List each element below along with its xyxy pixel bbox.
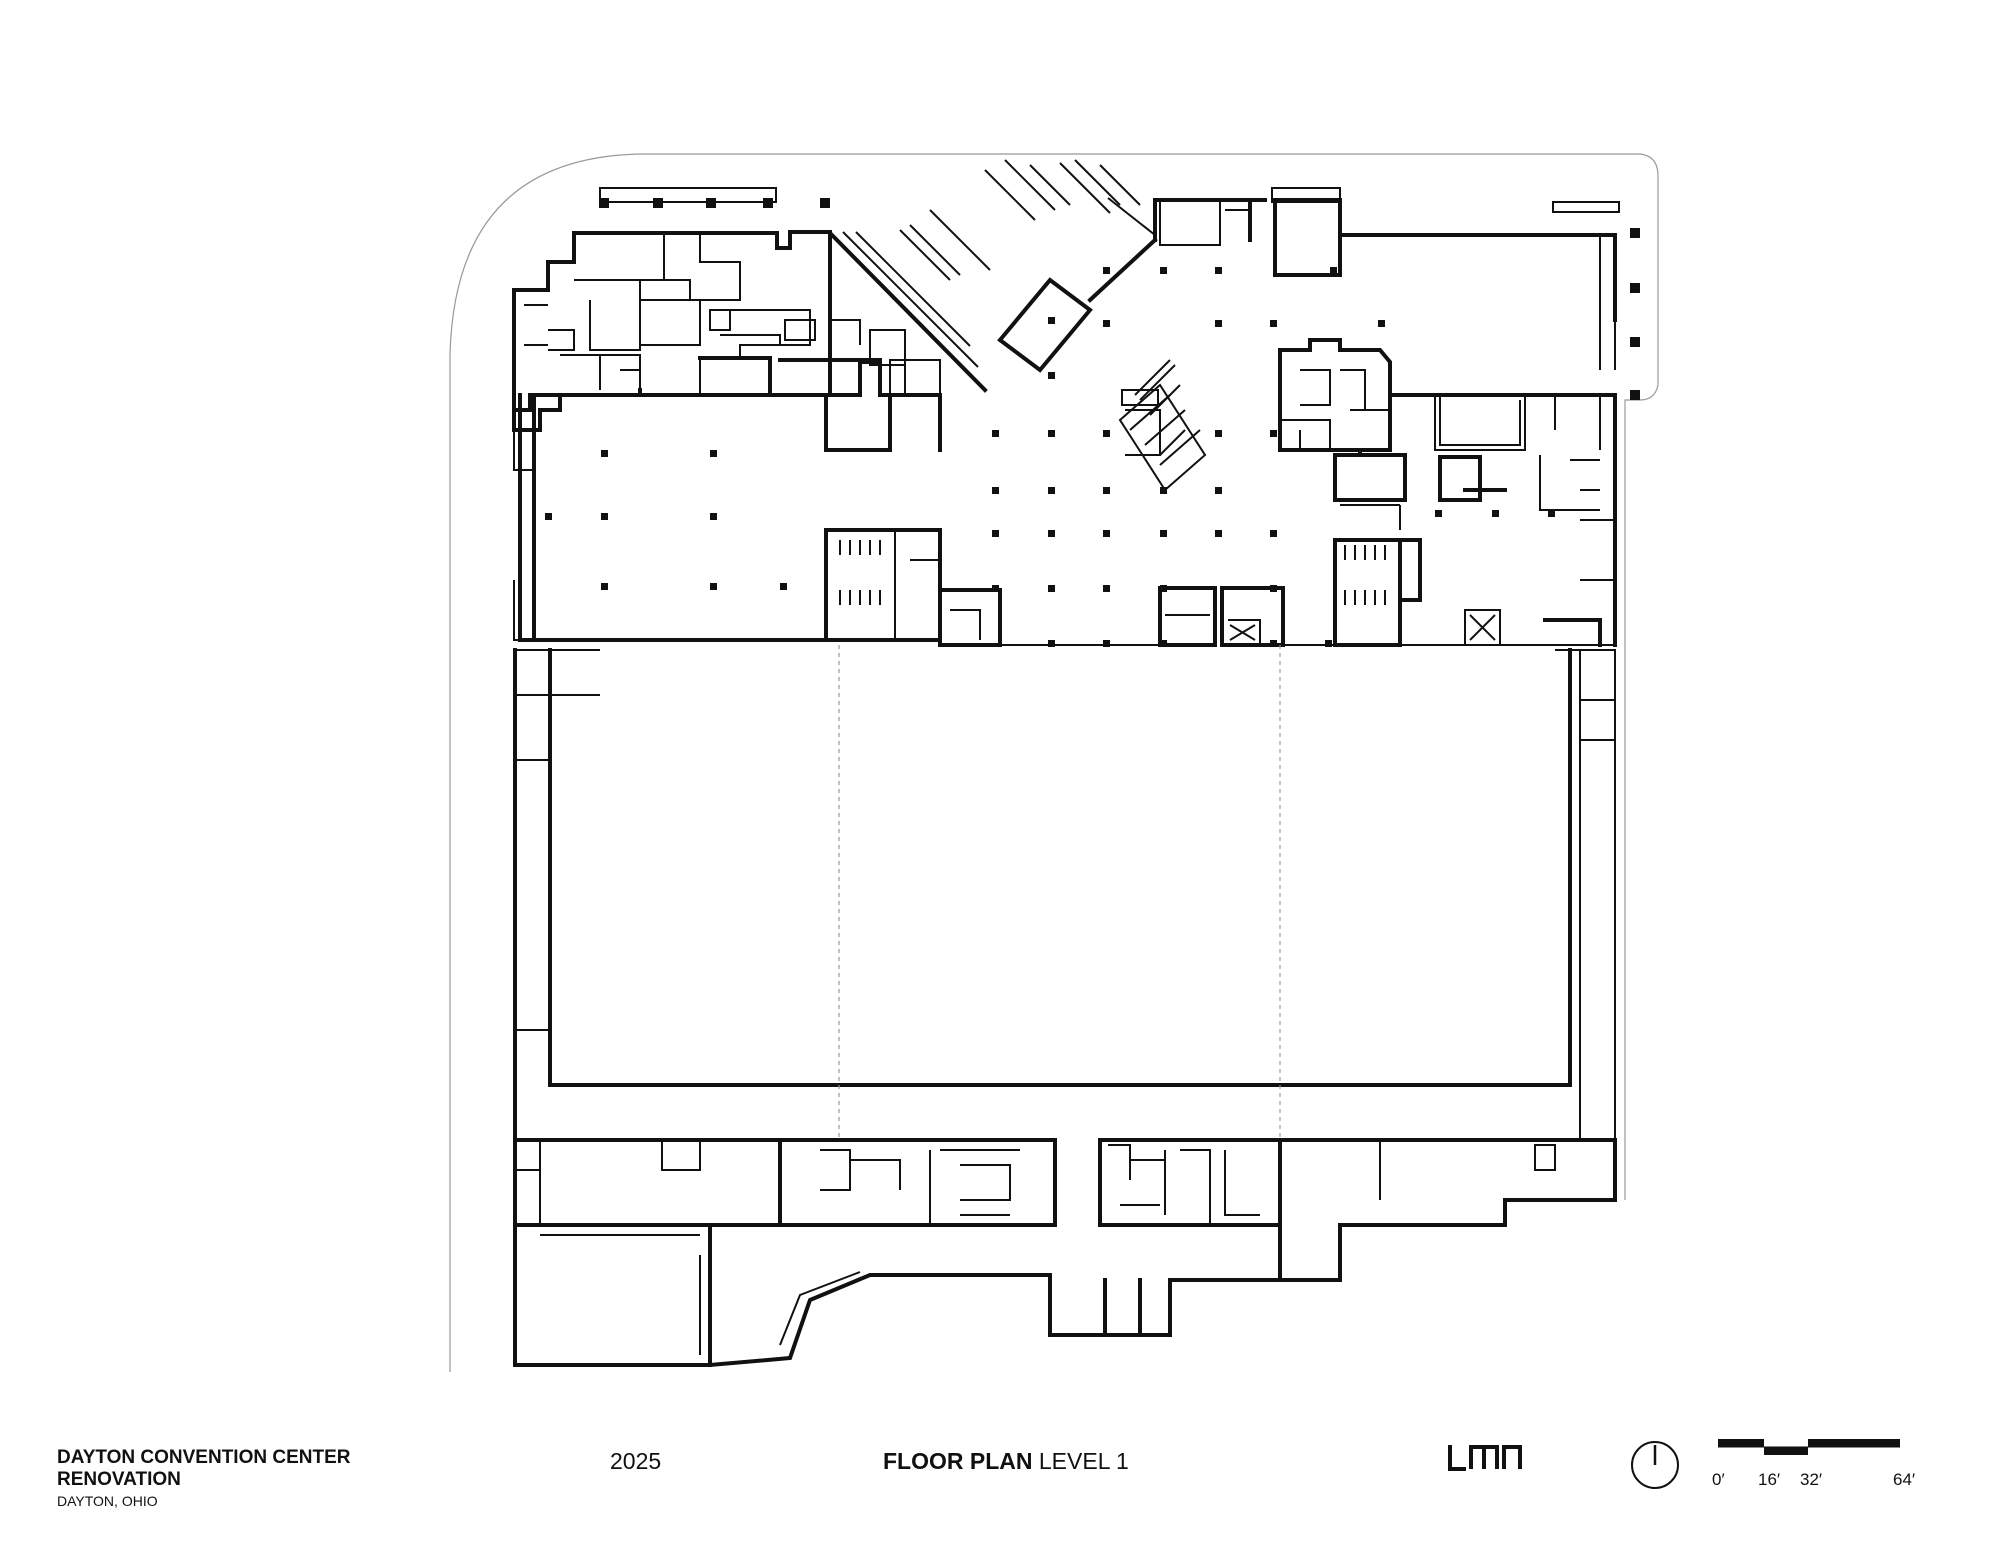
central-lobby	[1121, 198, 1617, 456]
diagonal-entry	[827, 159, 1158, 393]
project-year: 2025	[610, 1448, 662, 1474]
northeast-restrooms	[1333, 538, 1602, 647]
exhibit-hall	[513, 645, 1616, 1142]
drawing-title-level: LEVEL 1	[1038, 1448, 1129, 1474]
scale-label-16: 16′	[1758, 1470, 1781, 1489]
concourse-wall	[534, 639, 1615, 646]
northwest-office-block	[512, 230, 942, 432]
escalators	[1118, 383, 1207, 492]
scale-label-64: 64′	[1893, 1470, 1916, 1489]
south-lower-rooms	[513, 1223, 1337, 1368]
lmn-logo	[1448, 1445, 1522, 1471]
scale-label-0: 0′	[1712, 1470, 1725, 1489]
project-title: DAYTON CONVENTION CENTER RENOVATION	[57, 1447, 351, 1490]
scale-label-32: 32′	[1800, 1470, 1823, 1489]
scale-bar-graphic	[1718, 1439, 1900, 1455]
north-arrow-icon	[1631, 1441, 1679, 1489]
west-hall-columns	[545, 450, 787, 590]
west-hall	[512, 359, 942, 642]
lobby-columns	[992, 267, 1385, 647]
northeast-block	[1278, 338, 1617, 647]
drawing-title: FLOOR PLAN LEVEL 1	[883, 1448, 1129, 1475]
project-location: DAYTON, OHIO	[57, 1493, 158, 1509]
south-service-band	[513, 1138, 1617, 1282]
drawing-title-bold: FLOOR PLAN	[883, 1448, 1033, 1474]
site-boundary	[449, 153, 1659, 1372]
northeast-columns	[1435, 228, 1640, 517]
